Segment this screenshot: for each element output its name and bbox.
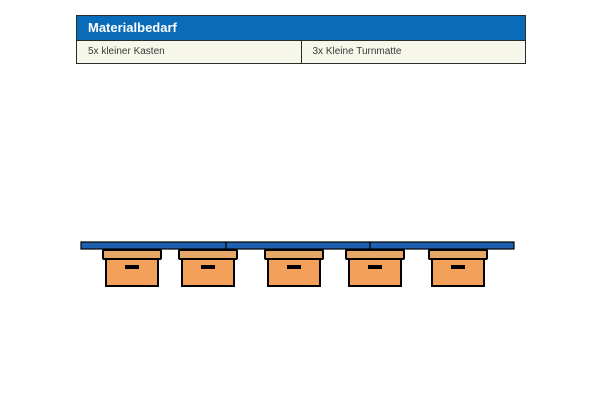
material-title: Materialbedarf bbox=[77, 16, 525, 41]
small-mat bbox=[80, 241, 227, 250]
box-body bbox=[105, 258, 159, 287]
box-lid bbox=[178, 249, 238, 260]
box-handle bbox=[125, 265, 139, 269]
box-handle bbox=[451, 265, 465, 269]
material-row: 5x kleiner Kasten 3x Kleine Turnmatte bbox=[77, 41, 525, 63]
box-body bbox=[431, 258, 485, 287]
box-lid bbox=[428, 249, 488, 260]
box-handle bbox=[287, 265, 301, 269]
box-handle bbox=[201, 265, 215, 269]
small-mat bbox=[225, 241, 371, 250]
box-lid bbox=[102, 249, 162, 260]
small-box bbox=[428, 249, 488, 287]
material-item-mats: 3x Kleine Turnmatte bbox=[300, 41, 526, 63]
boxes-group bbox=[102, 249, 488, 287]
mats-group bbox=[80, 241, 515, 250]
box-body bbox=[348, 258, 402, 287]
box-handle bbox=[368, 265, 382, 269]
box-body bbox=[267, 258, 321, 287]
box-body bbox=[181, 258, 235, 287]
box-lid bbox=[345, 249, 405, 260]
box-lid bbox=[264, 249, 324, 260]
small-box bbox=[345, 249, 405, 287]
small-box bbox=[102, 249, 162, 287]
material-item-boxes: 5x kleiner Kasten bbox=[88, 46, 165, 57]
small-mat bbox=[369, 241, 515, 250]
small-box bbox=[178, 249, 238, 287]
small-box bbox=[264, 249, 324, 287]
material-table: Materialbedarf 5x kleiner Kasten 3x Klei… bbox=[76, 15, 526, 64]
